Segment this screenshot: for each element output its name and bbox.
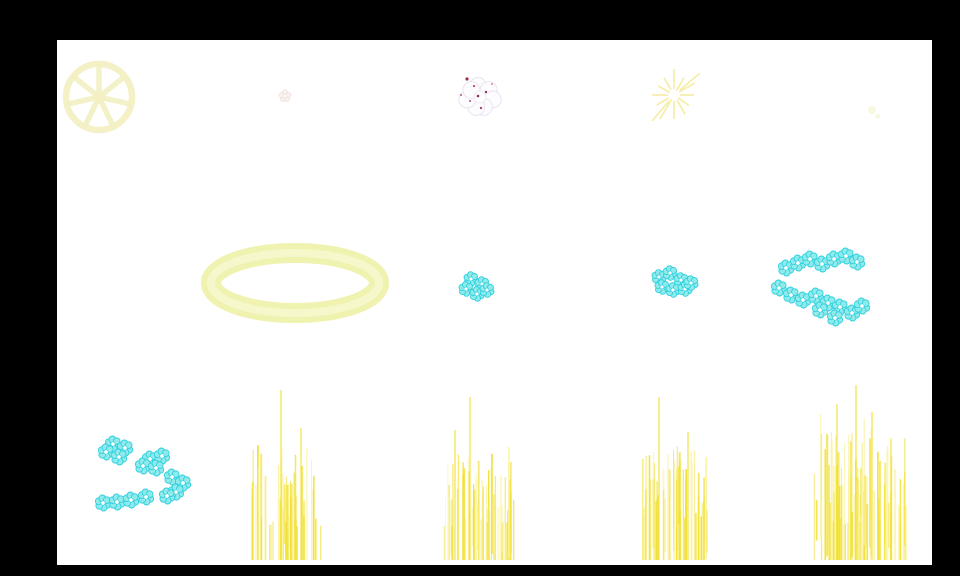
halo-ring-sprite [201, 243, 389, 323]
white-flower-sprite [458, 77, 502, 116]
grass-tuft-4 [813, 385, 907, 560]
cyan-cluster-large [770, 247, 871, 327]
content-background [57, 40, 932, 565]
tiny-blossom-sprite [278, 89, 292, 102]
cyan-cluster-small-1 [458, 271, 495, 302]
cyan-cluster-bottom-left [94, 435, 192, 512]
sparkle-burst-sprite [651, 69, 701, 122]
grass-tuft-2 [443, 397, 515, 560]
grass-tuft-1 [251, 390, 322, 560]
pinwheel-blossom-sprite [62, 60, 136, 134]
faint-blossom-sprite [868, 106, 881, 119]
cyan-cluster-small-2 [651, 265, 699, 298]
grass-tuft-3 [642, 397, 708, 560]
